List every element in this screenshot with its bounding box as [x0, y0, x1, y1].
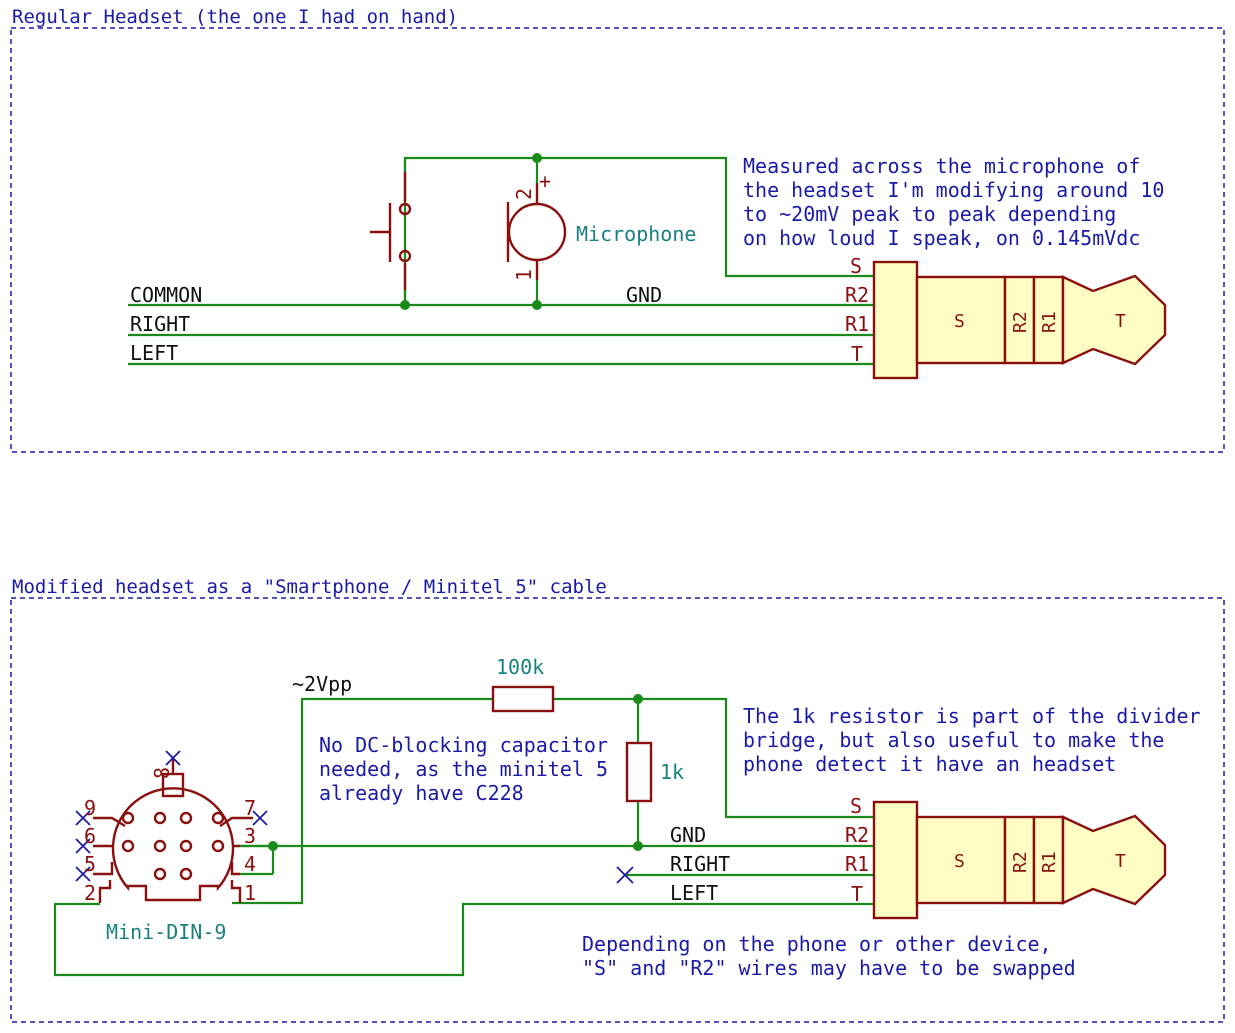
measurement-note-line: Measured across the microphone of: [743, 154, 1140, 178]
measurement-note-line: on how loud I speak, on 0.145mVdc: [743, 226, 1140, 250]
jack-section-s: S: [954, 311, 965, 332]
mic-pin-2: 2: [512, 188, 536, 200]
wire-sleeve: [403, 156, 873, 305]
measurement-note-line: to ~20mV peak to peak depending: [743, 202, 1116, 226]
jack-section-r2: R2: [1010, 851, 1031, 873]
mic-plus-sign: +: [539, 169, 551, 193]
din-pin-3: 3: [244, 824, 256, 848]
wire-signal: [232, 697, 492, 905]
jack-section-r1: R1: [1039, 311, 1060, 333]
junction-dot: [633, 841, 643, 851]
mini-din-9-connector: [93, 758, 253, 903]
wire-left: [53, 902, 873, 977]
jack-section-s: S: [954, 851, 965, 872]
resistor-100k-label: 100k: [496, 655, 544, 679]
jack-pin-r1: R1: [845, 852, 869, 876]
wire-label-right: RIGHT: [130, 312, 190, 336]
din-pin-1: 1: [244, 881, 256, 905]
bottom-section: Modified headset as a "Smartphone / Mini…: [10, 576, 1225, 1023]
microphone-symbol: [506, 183, 567, 280]
junction-dot: [633, 694, 643, 704]
jack-pin-s: S: [850, 254, 862, 278]
jack-pin-s: S: [850, 794, 862, 818]
bottom-wires: [53, 697, 873, 977]
resistor-1k: [625, 741, 653, 803]
connector-label: Mini-DIN-9: [106, 920, 226, 944]
jack-section-r1: R1: [1039, 851, 1060, 873]
resistor-note-line: bridge, but also useful to make the: [743, 728, 1164, 752]
resistor-note-line: phone detect it have an headset: [743, 752, 1116, 776]
wire-label-right: RIGHT: [670, 852, 730, 876]
jack-section-t: T: [1115, 311, 1126, 332]
wire-label-left: LEFT: [670, 881, 718, 905]
jack-section-r2: R2: [1010, 311, 1031, 333]
din-pin-6: 6: [84, 824, 96, 848]
resistor-note-line: The 1k resistor is part of the divider: [743, 704, 1201, 728]
capacitor-note-line: No DC-blocking capacitor: [319, 733, 608, 757]
swap-note-line: Depending on the phone or other device,: [582, 932, 1052, 956]
junction-dot: [532, 153, 542, 163]
din-pin-4: 4: [244, 852, 256, 876]
top-wires: [128, 156, 873, 366]
resistor-100k: [491, 685, 555, 713]
jack-pin-r2: R2: [845, 823, 869, 847]
microphone-label: Microphone: [576, 222, 696, 246]
junction-dot: [400, 300, 410, 310]
jack-pin-r1: R1: [845, 312, 869, 336]
swap-note-line: "S" and "R2" wires may have to be swappe…: [582, 956, 1076, 980]
din-no-connect-markers: [75, 750, 268, 882]
top-section: Regular Headset (the one I had on hand): [10, 6, 1225, 453]
measurement-note-line: the headset I'm modifying around 10: [743, 178, 1164, 202]
resistor-1k-label: 1k: [660, 760, 684, 784]
din-pin-5: 5: [84, 852, 96, 876]
junction-dot: [532, 300, 542, 310]
top-frame-title: Regular Headset (the one I had on hand): [12, 6, 458, 28]
din-pin-9: 9: [84, 796, 96, 820]
signal-label: ~2Vpp: [292, 672, 352, 696]
din-pin-2: 2: [84, 881, 96, 905]
no-connect-marker: [616, 866, 634, 884]
capacitor-note-line: needed, as the minitel 5: [319, 757, 608, 781]
wire-label-common: COMMON: [130, 283, 202, 307]
push-button-switch: [370, 172, 412, 290]
wire-label-left: LEFT: [130, 341, 178, 365]
jack-section-t: T: [1115, 851, 1126, 872]
capacitor-note-line: already have C228: [319, 781, 524, 805]
din-pin-8: 8: [150, 767, 174, 779]
bottom-frame: [10, 597, 1225, 1023]
wire-label-gnd: GND: [626, 283, 662, 307]
top-frame: [10, 27, 1225, 453]
jack-pin-r2: R2: [845, 283, 869, 307]
jack-pin-t: T: [851, 342, 863, 366]
trrs-jack-bottom: [872, 800, 1167, 920]
trrs-jack-top: [872, 260, 1167, 380]
mic-pin-1: 1: [512, 269, 536, 281]
din-pin-7: 7: [244, 796, 256, 820]
junction-dot: [268, 841, 278, 851]
bottom-frame-title: Modified headset as a "Smartphone / Mini…: [12, 576, 607, 598]
jack-pin-t: T: [851, 882, 863, 906]
wire-label-gnd: GND: [670, 823, 706, 847]
